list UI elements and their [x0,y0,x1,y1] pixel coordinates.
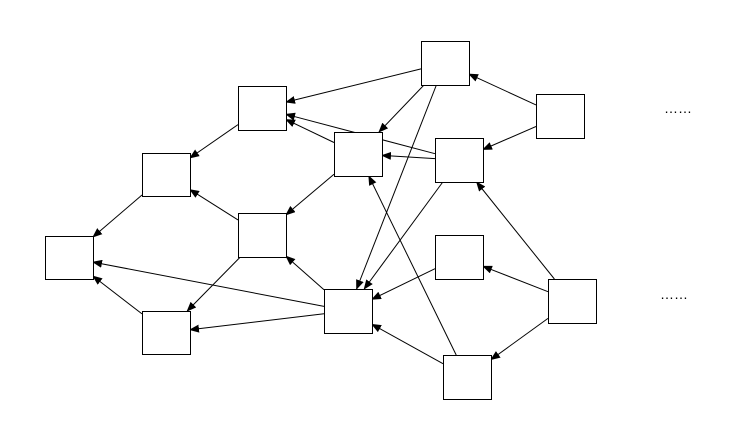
edge-n8-to-n7 [356,84,437,290]
node-box-n13 [548,279,597,324]
edge-n6-to-n5 [285,173,335,216]
node-box-n9 [435,138,484,183]
edge-n6-to-n4 [285,119,335,143]
node-box-n1 [45,236,94,280]
node-box-n4 [238,86,287,131]
edge-n11-to-n7 [371,323,444,365]
ellipsis-bottom: …… [660,286,688,302]
edge-n12-to-n9 [482,126,537,150]
edge-n13-to-n11 [490,317,549,361]
edge-n8-to-n4 [285,68,422,104]
node-box-n6 [334,132,383,177]
edge-n2-to-n1 [92,194,143,238]
edge-n13-to-n9 [475,181,555,280]
node-box-n12 [536,94,585,139]
edge-n5-to-n2 [189,189,239,221]
ellipsis-top: …… [664,100,692,116]
edge-n9-to-n6 [381,151,436,160]
node-box-n11 [443,355,492,400]
edge-n7-to-n3 [189,313,325,333]
edge-n10-to-n7 [371,268,436,300]
node-box-n7 [324,289,373,334]
edge-n9-to-n7 [363,181,444,290]
edge-n7-to-n1 [92,259,325,307]
edge-n5-to-n3 [186,256,241,312]
node-box-n8 [421,41,470,86]
node-box-n10 [435,235,484,280]
edge-n8-to-n6 [378,84,425,133]
edge-n7-to-n5 [285,255,325,291]
edge-n3-to-n1 [92,275,143,315]
node-box-n5 [238,213,287,258]
edge-n13-to-n10 [482,265,549,293]
edge-n11-to-n6 [368,175,457,356]
node-box-n2 [142,153,191,197]
edge-n4-to-n2 [189,124,239,159]
edge-n12-to-n8 [468,73,537,106]
nodes-layer [45,41,597,400]
node-box-n3 [142,311,191,355]
